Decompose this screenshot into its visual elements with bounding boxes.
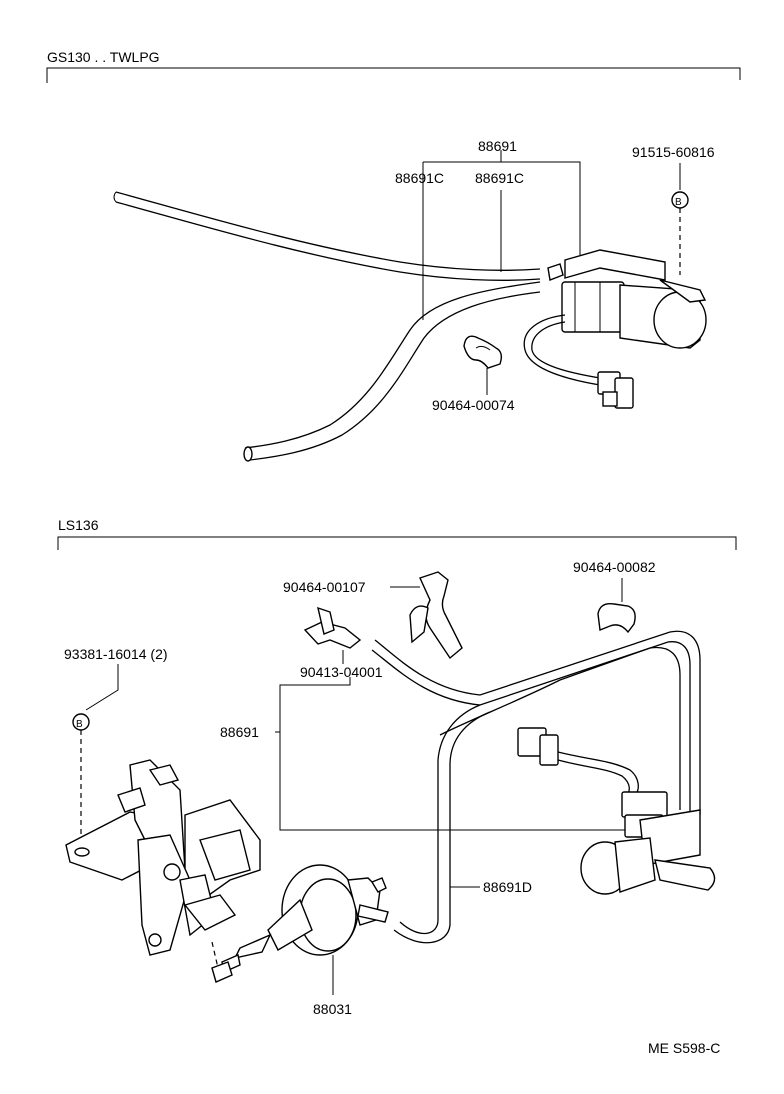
label-91515: 91515-60816: [632, 144, 715, 160]
vacuum-switching-valve-ls: [517, 727, 716, 895]
label-88691c-b: 88691C: [475, 170, 524, 186]
svg-text:B: B: [675, 197, 682, 208]
clip-90464-00074: [463, 335, 503, 369]
vacuum-actuator-88031: [221, 864, 389, 973]
label-90464-00107: 90464-00107: [283, 579, 366, 595]
svg-text:B: B: [76, 719, 83, 730]
label-93381-16014: 93381-16014 (2): [64, 646, 168, 662]
hose-end: [243, 446, 253, 462]
figure-code: ME S598-C: [648, 1040, 720, 1056]
bolt-b-icon-gs: B: [671, 191, 689, 209]
label-90464-00082: 90464-00082: [573, 559, 656, 575]
rod-end: [211, 961, 233, 983]
leader-88691-gs: [422, 150, 581, 320]
leader-93381: [85, 664, 119, 711]
hose-88691-ls: [371, 630, 701, 815]
clip-90464-00107: [409, 571, 463, 660]
dashed-line-rod: [211, 941, 219, 969]
label-88691d: 88691D: [483, 879, 532, 895]
leader-88691-ls: [275, 677, 625, 831]
throttle-bracket: [65, 759, 261, 956]
bolt-b-icon-ls: B: [72, 713, 90, 731]
label-90464-00074: 90464-00074: [432, 397, 515, 413]
label-88691-ls: 88691: [220, 724, 259, 740]
section-title-gs130: GS130 . . TWLPG: [47, 49, 160, 65]
section-title-ls136: LS136: [58, 517, 99, 533]
section-bracket-ls136: [57, 536, 737, 550]
t-fitting-90413: [303, 606, 362, 649]
hose-88691c-lower: [243, 281, 541, 462]
label-88031: 88031: [313, 1001, 352, 1017]
hose-88691c-upper: [113, 191, 541, 281]
label-88691c-a: 88691C: [395, 170, 444, 186]
clip-90464-00082: [597, 603, 636, 634]
label-90413-04001: 90413-04001: [300, 664, 383, 680]
label-88691-gs: 88691: [478, 138, 517, 154]
section-bracket-gs130: [46, 67, 741, 83]
vacuum-switching-valve-gs: [523, 249, 707, 409]
hose-88691d: [393, 704, 491, 944]
